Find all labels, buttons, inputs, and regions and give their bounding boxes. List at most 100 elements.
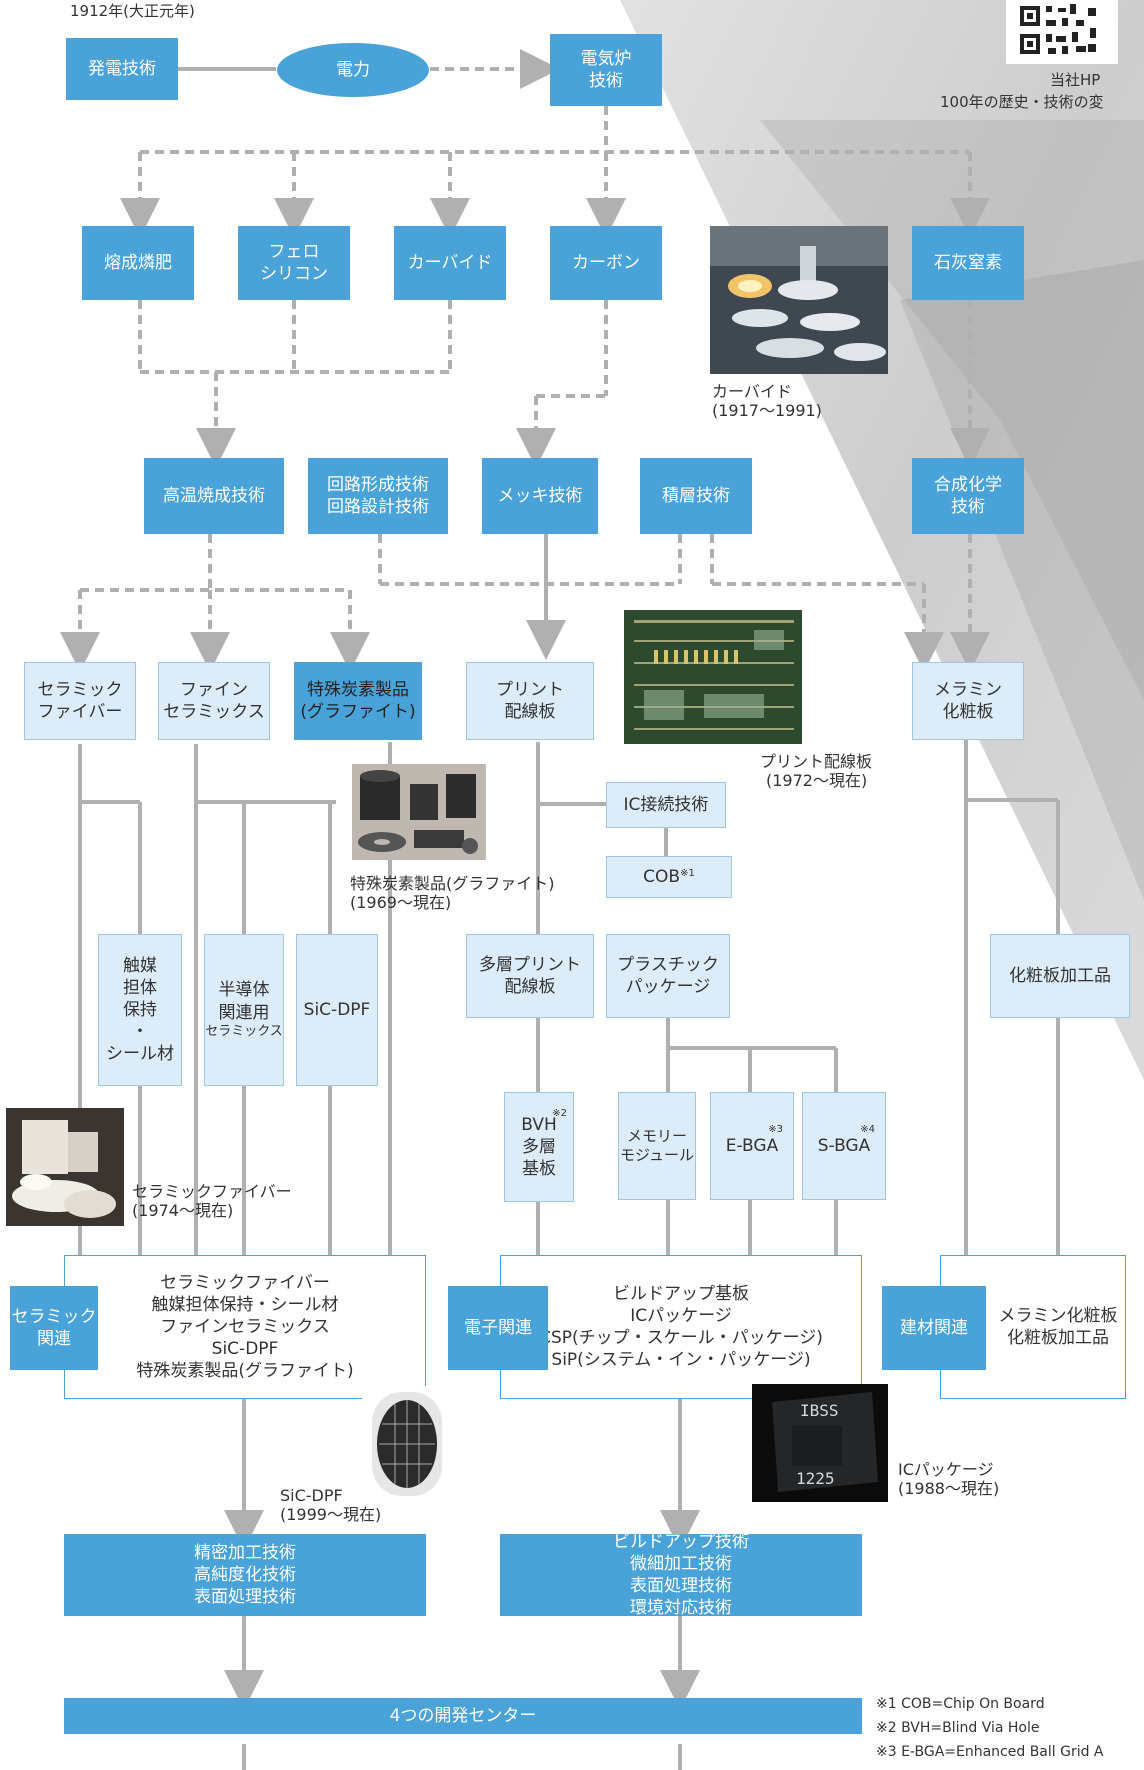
product-item: CSP(チップ・スケール・パッケージ) xyxy=(539,1328,823,1348)
photo-carbide-factory xyxy=(710,226,888,374)
node-carbide[interactable]: カーバイド xyxy=(394,226,506,300)
node-label: SiC-DPF xyxy=(303,999,371,1020)
node-label: 4つの開発センター xyxy=(389,1705,537,1726)
node-label: 合成化学 xyxy=(934,474,1002,495)
product-item: ICパッケージ xyxy=(630,1305,732,1326)
product-item: 触媒担体保持・シール材 xyxy=(151,1294,339,1315)
node-fine-ceramics[interactable]: ファイン セラミックス xyxy=(158,662,270,740)
product-item: SiP(システム・イン・パッケージ) xyxy=(551,1350,811,1371)
node-cob[interactable]: COB※1 xyxy=(606,856,732,898)
qr-code[interactable] xyxy=(1006,0,1118,64)
node-decorative-board-products[interactable]: 化粧板加工品 xyxy=(990,934,1130,1018)
footnote-marker: ※2 xyxy=(552,1108,567,1119)
node-circuit-design[interactable]: 回路形成技術 回路設計技術 xyxy=(308,458,448,534)
photo-printed-wiring-board xyxy=(624,610,802,744)
caption-years: (1917〜1991) xyxy=(712,401,822,421)
caption-ceramic-fiber: セラミックファイバー (1974〜現在) xyxy=(132,1182,292,1220)
caption-years: (1974〜現在) xyxy=(132,1201,234,1221)
product-item: 化粧板加工品 xyxy=(1007,1328,1109,1348)
node-synthetic-chemistry[interactable]: 合成化学 技術 xyxy=(912,458,1024,534)
node-label: 化粧板加工品 xyxy=(1009,965,1111,986)
node-label: フェロ xyxy=(268,241,320,262)
hp-description: 100年の歴史・技術の変 xyxy=(940,93,1104,111)
node-electricity[interactable] xyxy=(276,42,430,98)
node-label: 半導体 xyxy=(218,980,270,1001)
node-bvh-board[interactable]: ※2 BVH 多層 基板 xyxy=(504,1092,574,1202)
node-label: セラミック xyxy=(11,1306,97,1327)
caption-years: (1969〜現在) xyxy=(350,893,452,913)
node-label: メラミン xyxy=(934,679,1002,700)
node-label: シリコン xyxy=(260,264,328,284)
node-label: 表面処理技術 xyxy=(630,1576,732,1596)
footnote-1: ※1 COB=Chip On Board xyxy=(876,1696,1045,1712)
node-label: 精密加工技術 xyxy=(194,1542,296,1563)
node-label: 多層 xyxy=(522,1136,556,1157)
node-label: モジュール xyxy=(620,1146,694,1164)
photo-sic-dpf xyxy=(362,1386,452,1504)
node-label: 発電技術 xyxy=(88,58,156,79)
footnote-3: ※3 E-BGA=Enhanced Ball Grid A xyxy=(876,1744,1104,1760)
node-high-temp-firing[interactable]: 高温焼成技術 xyxy=(144,458,284,534)
caption-sic-dpf: SiC-DPF (1999〜現在) xyxy=(280,1486,381,1524)
node-memory-module[interactable]: メモリー モジュール xyxy=(618,1092,696,1200)
node-label: 電気炉 xyxy=(580,48,632,69)
node-ferro-silicon[interactable]: フェロ シリコン xyxy=(238,226,350,300)
category-building-materials[interactable]: 建材関連 xyxy=(882,1286,986,1370)
footnote-marker: ※1 xyxy=(680,868,695,879)
node-label: 技術 xyxy=(589,71,623,91)
node-lamination[interactable]: 積層技術 xyxy=(640,458,752,534)
products-ceramic[interactable]: セラミックファイバー 触媒担体保持・シール材 ファインセラミックス SiC-DP… xyxy=(64,1255,426,1399)
node-melamine-board[interactable]: メラミン 化粧板 xyxy=(912,662,1024,740)
node-multilayer-pwb[interactable]: 多層プリント 配線板 xyxy=(466,934,594,1018)
node-label: 表面処理技術 xyxy=(194,1587,296,1608)
node-semiconductor-ceramics[interactable]: 半導体 関連用 セラミックス xyxy=(204,934,284,1086)
tech-buildup[interactable]: ビルドアップ技術 微細加工技術 表面処理技術 環境対応技術 xyxy=(500,1532,862,1618)
node-ceramic-fiber[interactable]: セラミック ファイバー xyxy=(24,662,136,740)
caption-title: 特殊炭素製品(グラファイト) xyxy=(350,874,555,893)
category-electronics[interactable]: 電子関連 xyxy=(448,1286,548,1370)
node-label: セラミックス xyxy=(163,702,265,722)
node-label: セラミックス xyxy=(205,1023,283,1039)
node-label: IC接続技術 xyxy=(623,794,709,815)
photo-ic-package: IBSS 1225 xyxy=(752,1384,888,1502)
caption-graphite: 特殊炭素製品(グラファイト) (1969〜現在) xyxy=(350,874,555,912)
node-carbon[interactable]: カーボン xyxy=(550,226,662,300)
node-sic-dpf[interactable]: SiC-DPF xyxy=(296,934,378,1086)
node-label: 配線板 xyxy=(504,977,556,997)
node-printed-wiring-board[interactable]: プリント 配線板 xyxy=(466,662,594,740)
node-label: 石灰窒素 xyxy=(934,252,1002,273)
node-label: パッケージ xyxy=(625,977,711,997)
products-building-materials[interactable]: メラミン化粧板 化粧板加工品 xyxy=(940,1255,1126,1399)
node-s-bga[interactable]: ※4 S-BGA xyxy=(802,1092,886,1200)
node-lime-nitrogen[interactable]: 石灰窒素 xyxy=(912,226,1024,300)
node-special-carbon[interactable]: 特殊炭素製品 (グラファイト) xyxy=(294,662,422,740)
caption-years: (1988〜現在) xyxy=(898,1479,1000,1499)
node-label: カーバイド xyxy=(407,252,493,273)
caption-years: (1972〜現在) xyxy=(766,771,868,791)
node-label: 配線板 xyxy=(504,702,556,722)
node-ic-connection[interactable]: IC接続技術 xyxy=(606,782,726,828)
caption-carbide: カーバイド (1917〜1991) xyxy=(712,382,822,420)
node-power-generation[interactable]: 発電技術 xyxy=(66,38,178,100)
node-label: 関連 xyxy=(37,1329,71,1349)
node-label: 保持 xyxy=(123,999,157,1020)
node-label: シール材 xyxy=(106,1044,174,1065)
node-e-bga[interactable]: ※3 E-BGA xyxy=(710,1092,794,1200)
node-label: ファイン xyxy=(180,679,248,700)
node-catalyst-support[interactable]: 触媒 担体 保持 ・ シール材 xyxy=(98,934,182,1086)
tech-precision-processing[interactable]: 精密加工技術 高純度化技術 表面処理技術 xyxy=(64,1534,426,1616)
footnote-marker: ※4 xyxy=(860,1124,875,1135)
products-electronics[interactable]: ビルドアップ基板 ICパッケージ CSP(チップ・スケール・パッケージ) SiP… xyxy=(500,1255,862,1399)
product-item: ファインセラミックス xyxy=(160,1316,330,1337)
node-label: 関連用 xyxy=(218,1002,270,1023)
product-item: 特殊炭素製品(グラファイト) xyxy=(136,1361,354,1382)
node-electric-furnace[interactable]: 電気炉 技術 xyxy=(550,34,662,106)
development-centers-bar[interactable]: 4つの開発センター xyxy=(64,1698,862,1734)
hp-label: 当社HP xyxy=(1050,71,1101,89)
node-label: メッキ技術 xyxy=(497,485,583,506)
node-plastic-package[interactable]: プラスチック パッケージ xyxy=(606,934,730,1018)
node-fused-phosphate[interactable]: 熔成燐肥 xyxy=(82,226,194,300)
category-ceramic[interactable]: セラミック 関連 xyxy=(10,1286,98,1370)
caption-title: プリント配線板 xyxy=(760,752,873,771)
node-plating[interactable]: メッキ技術 xyxy=(482,458,598,534)
